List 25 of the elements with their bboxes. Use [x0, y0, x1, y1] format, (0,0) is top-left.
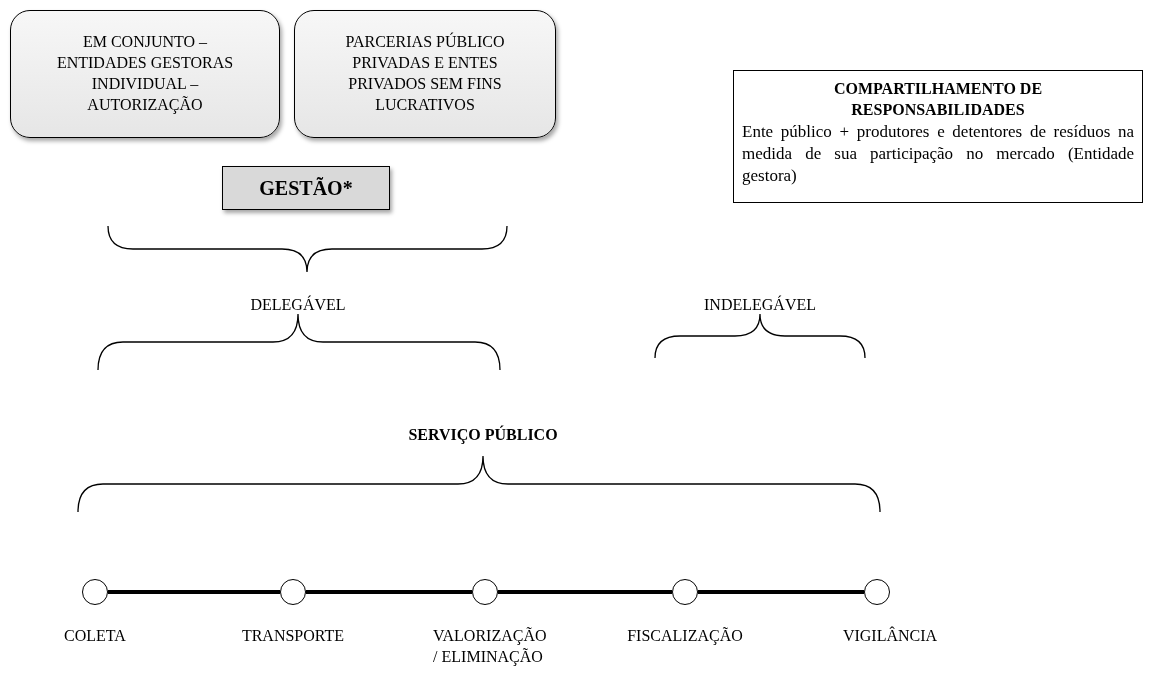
stage-circle: [864, 579, 890, 605]
stage-circle: [82, 579, 108, 605]
connector-line: [108, 590, 280, 594]
rounded-box: [294, 10, 556, 138]
connector-line: [498, 590, 672, 594]
stage-label: FISCALIZAÇÃO: [626, 626, 744, 647]
box-text: PARCERIAS PÚBLICO PRIVADAS E ENTES PRIVADOS SEM FINS LUCRATIVOS: [344, 32, 506, 115]
stage-label: VIGILÂNCIA: [841, 626, 939, 646]
box-heading: COMPARTILHAMENTO DE RESPONSABILIDADES: [832, 79, 1044, 120]
box-text: GESTÃO*: [259, 176, 353, 201]
stage-circle: [280, 579, 306, 605]
category-label: DELEGÁVEL: [249, 296, 347, 314]
text-box: [733, 70, 1143, 203]
stage-label: COLETA: [63, 626, 127, 646]
category-label: SERVIÇO PÚBLICO: [407, 426, 559, 444]
connector-line: [306, 590, 472, 594]
title-box: [222, 166, 390, 210]
box-text: Ente público + produtores e detentores de resíduos na medida de sua participação no mercado (Entidade gestora): [742, 120, 1134, 187]
category-label: INDELEGÁVEL: [703, 296, 817, 314]
box-text: EM CONJUNTO – ENTIDADES GESTORAS INDIVIDUAL – AUTORIZAÇÃO: [55, 32, 235, 116]
stage-circle: [472, 579, 498, 605]
stage-label: TRANSPORTE: [240, 626, 346, 646]
stage-circle: [672, 579, 698, 605]
connector-line: [698, 590, 864, 594]
rounded-box: [10, 10, 280, 138]
